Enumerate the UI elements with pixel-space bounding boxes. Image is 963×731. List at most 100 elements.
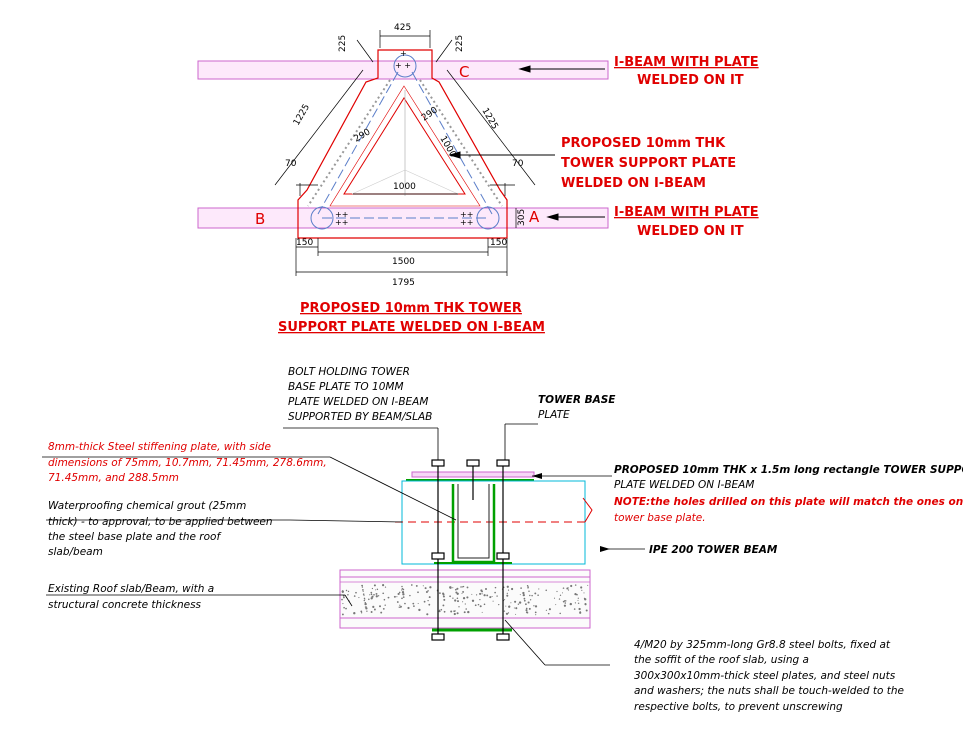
concrete-dot bbox=[371, 595, 374, 598]
concrete-dot bbox=[537, 594, 539, 596]
concrete-dot bbox=[360, 610, 363, 613]
concrete-dot bbox=[467, 610, 470, 614]
concrete-dot bbox=[462, 590, 465, 593]
concrete-dot bbox=[362, 589, 364, 591]
concrete-dot bbox=[578, 607, 581, 611]
concrete-dot bbox=[361, 586, 364, 588]
concrete-dot bbox=[380, 611, 383, 614]
concrete-dot bbox=[364, 602, 367, 606]
hatch-diag-a bbox=[351, 169, 406, 195]
concrete-dot bbox=[347, 590, 350, 593]
concrete-dot bbox=[458, 606, 460, 608]
concrete-dot bbox=[514, 600, 517, 603]
concrete-dot bbox=[507, 589, 510, 591]
concrete-dot bbox=[442, 595, 445, 598]
concrete-dot bbox=[480, 589, 483, 592]
concrete-dot bbox=[384, 586, 387, 588]
concrete-dot bbox=[397, 593, 400, 595]
anchor-bolts bbox=[431, 459, 510, 641]
concrete-dot bbox=[491, 595, 493, 598]
concrete-dot bbox=[553, 597, 556, 599]
concrete-dot bbox=[404, 603, 406, 605]
concrete-dot bbox=[525, 607, 528, 610]
svg-text:++: ++ bbox=[460, 210, 473, 219]
concrete-dot bbox=[376, 588, 379, 591]
concrete-dot bbox=[559, 612, 561, 615]
stiffener-label-line1: 8mm-thick Steel stiffening plate, with s… bbox=[48, 441, 271, 453]
concrete-dot bbox=[438, 592, 441, 595]
concrete-dot bbox=[483, 603, 486, 606]
concrete-dot bbox=[522, 591, 525, 595]
concrete-dot bbox=[358, 597, 360, 599]
bottom-i-beam bbox=[197, 207, 609, 229]
dim-left-edge: 70 bbox=[285, 159, 297, 169]
concrete-dot bbox=[366, 610, 368, 612]
concrete-dot bbox=[579, 611, 581, 613]
bolt-note-line1: BOLT HOLDING TOWER bbox=[288, 366, 410, 378]
concrete-dot bbox=[415, 584, 418, 587]
concrete-dot bbox=[528, 590, 530, 593]
point-label-a: A bbox=[529, 208, 540, 226]
concrete-dot bbox=[503, 610, 506, 612]
bolt-hole-top bbox=[393, 54, 417, 78]
concrete-dot bbox=[559, 594, 562, 596]
concrete-dot bbox=[534, 611, 537, 614]
top-i-beam bbox=[197, 60, 609, 80]
concrete-dot bbox=[505, 612, 509, 615]
concrete-dot bbox=[428, 596, 431, 599]
concrete-dot bbox=[520, 587, 522, 589]
concrete-dot bbox=[570, 584, 573, 588]
bolt-note-line2: BASE PLATE TO 10MM bbox=[288, 381, 404, 393]
proposed-plate-label-line2: PLATE WELDED ON I-BEAM bbox=[614, 479, 754, 491]
concrete-dot bbox=[370, 593, 373, 596]
concrete-dot bbox=[525, 609, 528, 612]
concrete-dot bbox=[534, 592, 537, 595]
concrete-dot bbox=[365, 606, 367, 608]
ipe-pointer bbox=[582, 497, 593, 523]
dim-base-inner: 1500 bbox=[392, 257, 415, 267]
concrete-dot bbox=[407, 606, 410, 610]
concrete-dot bbox=[456, 612, 459, 615]
concrete-dot bbox=[515, 613, 517, 615]
concrete-dot bbox=[580, 586, 583, 589]
concrete-dot bbox=[383, 598, 386, 601]
concrete-dot bbox=[523, 599, 526, 602]
concrete-dot bbox=[515, 607, 518, 610]
concrete-dot bbox=[517, 603, 520, 605]
dim-base-overall: 1795 bbox=[392, 278, 415, 288]
bolts-label-line4: and washers; the nuts shall be touch-wel… bbox=[634, 685, 904, 697]
concrete-dot bbox=[494, 591, 496, 594]
concrete-dot bbox=[379, 605, 381, 608]
grout-label-line3: the steel base plate and the roof bbox=[48, 531, 222, 543]
concrete-dot bbox=[510, 602, 512, 604]
concrete-dot bbox=[345, 608, 347, 610]
concrete-dot bbox=[450, 610, 453, 613]
concrete-dot bbox=[443, 598, 446, 601]
concrete-dot bbox=[372, 605, 375, 609]
concrete-dot bbox=[363, 597, 366, 600]
concrete-dot bbox=[464, 603, 466, 605]
concrete-dot bbox=[353, 612, 356, 615]
concrete-dot bbox=[585, 609, 588, 612]
concrete-dot bbox=[556, 590, 558, 593]
concrete-dot bbox=[452, 587, 454, 589]
concrete-dot bbox=[504, 599, 506, 601]
concrete-dot bbox=[574, 592, 577, 596]
concrete-dot bbox=[498, 603, 500, 606]
concrete-dot bbox=[475, 594, 478, 596]
concrete-dot bbox=[453, 612, 456, 616]
concrete-dot bbox=[442, 593, 445, 596]
concrete-dot bbox=[585, 604, 587, 606]
concrete-dot bbox=[373, 608, 376, 611]
concrete-dot bbox=[534, 605, 538, 608]
concrete-dot bbox=[417, 591, 419, 594]
concrete-dot bbox=[398, 591, 401, 594]
concrete-dot bbox=[466, 586, 469, 589]
concrete-dot bbox=[535, 614, 537, 616]
svg-text:+ +: + + bbox=[395, 61, 411, 70]
concrete-dot bbox=[479, 598, 481, 601]
concrete-dot bbox=[398, 606, 401, 608]
concrete-dot bbox=[463, 611, 466, 614]
concrete-dot bbox=[584, 598, 587, 601]
